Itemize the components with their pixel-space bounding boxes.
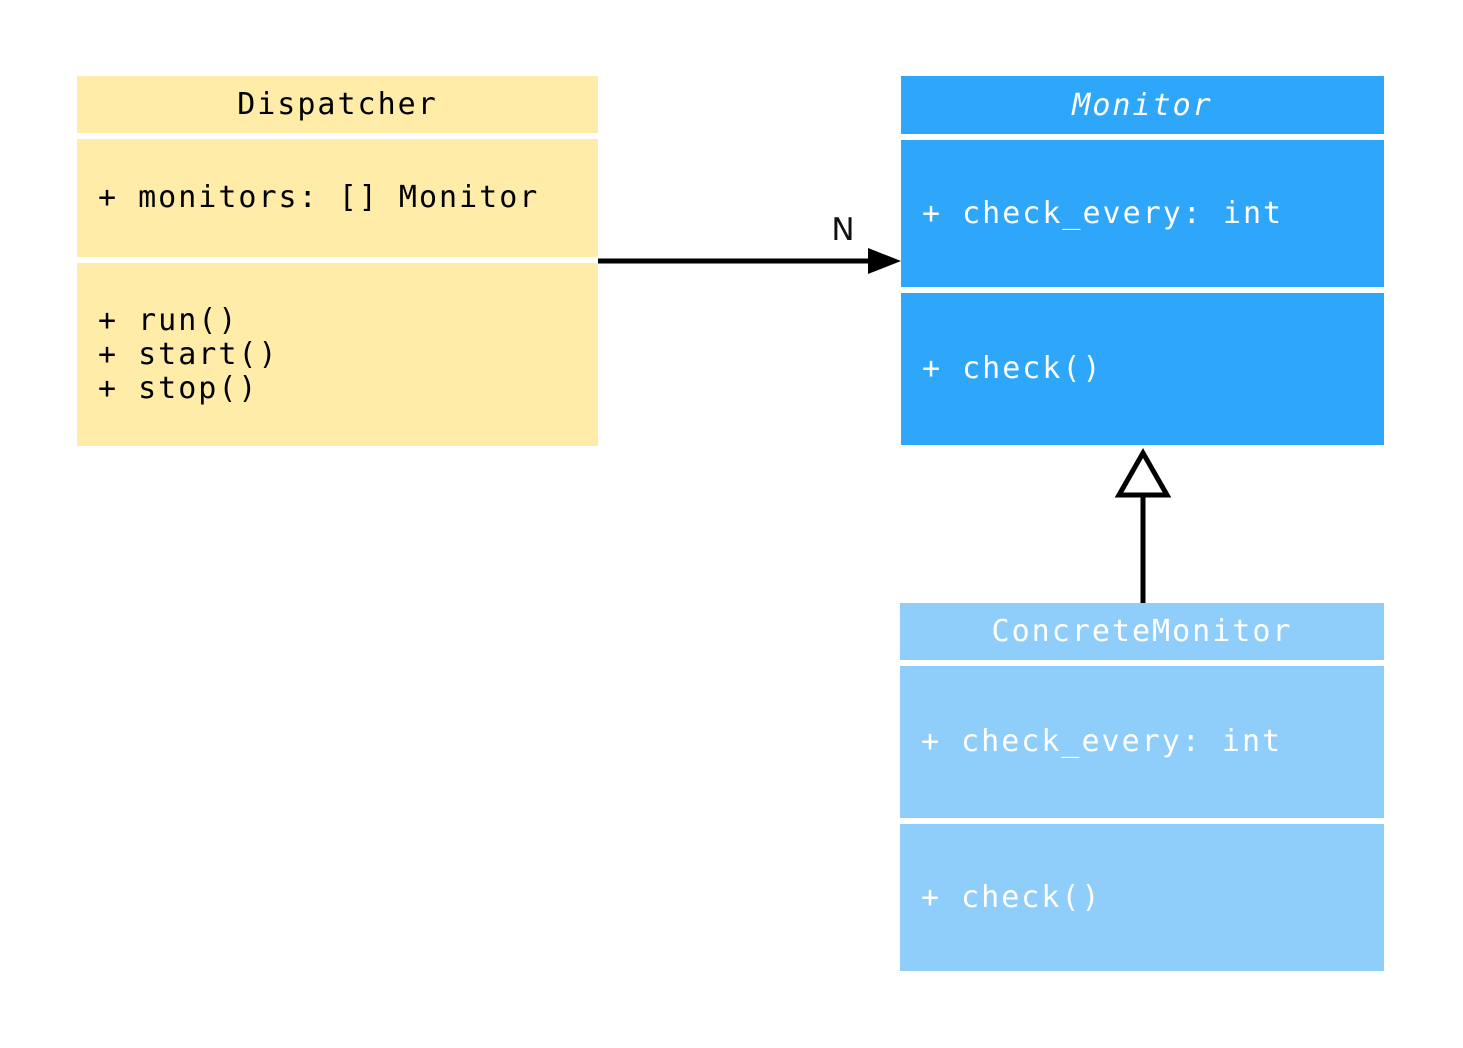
inheritance-arrow [1114, 447, 1172, 603]
class-title-dispatcher: Dispatcher [77, 76, 598, 133]
methods-section-monitor: + check() [901, 293, 1384, 445]
method-line: + start() [98, 336, 279, 372]
class-box-monitor: Monitor + check_every: int + check() [901, 76, 1384, 445]
association-arrow: N [598, 212, 901, 274]
class-name-label: Monitor [1072, 87, 1213, 123]
method-line: + check() [922, 351, 1103, 386]
attributes-section-concrete-monitor: + check_every: int [900, 666, 1384, 818]
attribute-line: + check_every: int [921, 724, 1283, 759]
method-line: + stop() [98, 370, 259, 406]
attribute-line: + monitors: [] Monitor [98, 180, 540, 215]
class-box-dispatcher: Dispatcher + monitors: [] Monitor + run(… [77, 76, 598, 446]
inheritance-triangle-icon [1114, 447, 1172, 498]
method-line: + check() [921, 879, 1102, 915]
association-arrowhead-icon [868, 248, 901, 274]
class-title-monitor: Monitor [901, 76, 1384, 134]
attribute-line: + check_every: int [922, 195, 1284, 231]
method-line: + run() [98, 302, 239, 338]
class-title-concrete-monitor: ConcreteMonitor [900, 603, 1384, 660]
class-name-label: Dispatcher [237, 87, 438, 122]
association-multiplicity-label: N [831, 212, 854, 248]
class-box-concrete-monitor: ConcreteMonitor + check_every: int + che… [900, 603, 1384, 971]
methods-section-concrete-monitor: + check() [900, 824, 1384, 971]
class-name-label: ConcreteMonitor [991, 614, 1293, 649]
attributes-section-monitor: + check_every: int [901, 140, 1384, 287]
attributes-section-dispatcher: + monitors: [] Monitor [77, 139, 598, 257]
methods-section-dispatcher: + run() + start() + stop() [77, 263, 598, 446]
